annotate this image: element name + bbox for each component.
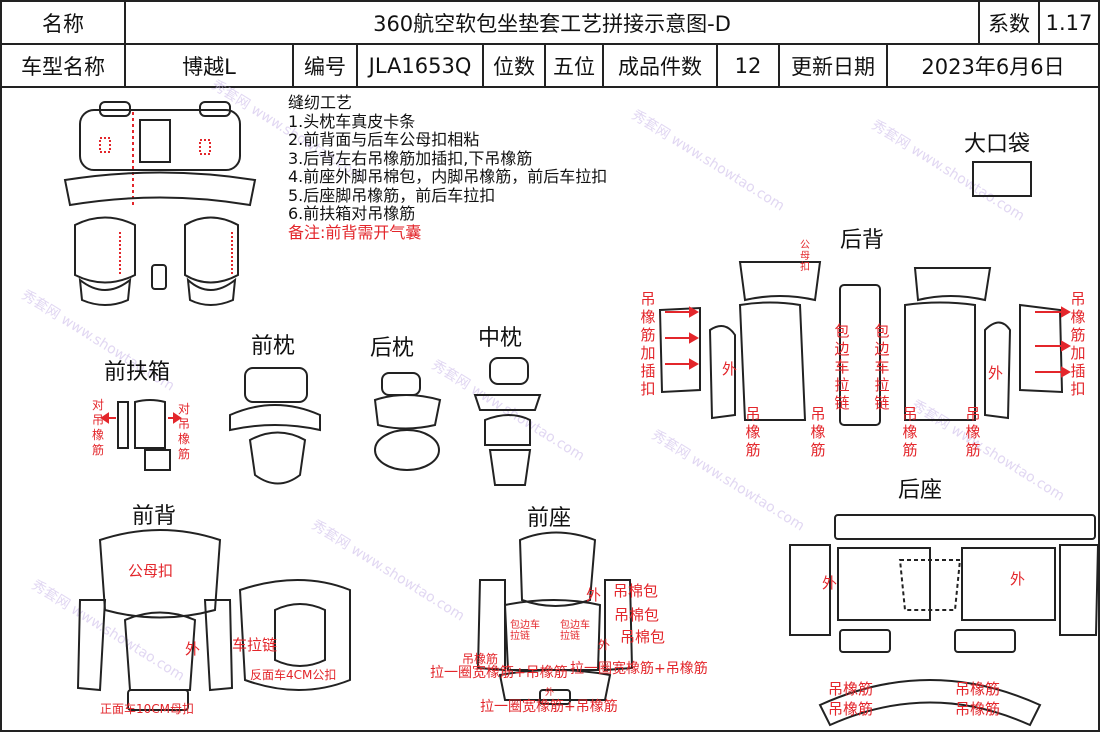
rear-seat-pieces	[789, 514, 1100, 727]
annotation-loop-wide: 拉一圈宽橡筋+吊橡筋	[430, 665, 568, 681]
overview-front-seats	[74, 216, 239, 306]
name-label: 名称	[0, 0, 126, 45]
mid-headrest-pieces	[473, 357, 542, 486]
note-item: 3.后背左右吊橡筋加插扣,下吊橡筋	[288, 148, 533, 168]
rear-headrest-pieces	[373, 372, 442, 471]
annotation-outer: 外	[586, 586, 602, 604]
pieces-label: 成品件数	[602, 43, 718, 88]
seats-label: 位数	[482, 43, 546, 88]
annotation-wrap-zipper: 包边车拉链	[510, 620, 540, 642]
front-headrest-pieces	[229, 367, 321, 485]
annotation-hang-elastic: 吊橡筋	[965, 405, 981, 459]
update-label: 更新日期	[778, 43, 888, 88]
annotation-cotton-bag: 吊棉包	[614, 606, 660, 624]
sewing-notes: 缝纫工艺 1.头枕车真皮卡条 2.前背面与后车公母扣相粘 3.后背左右吊橡筋加插…	[288, 93, 608, 242]
annotation-hang-elastic: 吊橡筋	[902, 405, 918, 459]
annotation-hang-elastic: 吊橡筋	[462, 652, 499, 666]
code-value: JLA1653Q	[356, 43, 484, 88]
annotation-armrest-right: 对吊橡筋	[177, 402, 190, 461]
label-front-back: 前背	[132, 504, 177, 529]
annotation-wrap-zipper: 包边车拉链	[560, 620, 590, 642]
annotation-reverse-4cm: 反面车4CM公扣	[250, 668, 337, 682]
annotation-outer: 外	[822, 574, 838, 592]
note-item: 4.前座外脚吊棉包，内脚吊橡筋，前后车拉扣	[288, 167, 608, 186]
annotation-rear-seat-elastic: 吊橡筋	[828, 680, 874, 698]
note-item: 1.头枕车真皮卡条	[288, 111, 416, 131]
annotation-loop-wide: 拉一圈宽橡筋+吊橡筋	[480, 699, 618, 715]
annotation-hang-elastic: 吊橡筋	[745, 405, 761, 459]
annotation-rear-seat-elastic: 吊橡筋	[955, 700, 1001, 718]
annotation-outer: 外	[722, 360, 738, 378]
label-rear-headrest: 后枕	[370, 336, 415, 361]
annotation-cotton-bag: 吊棉包	[613, 582, 659, 600]
model-label: 车型名称	[0, 43, 126, 88]
annotation-outer: 外	[1010, 570, 1026, 588]
annotation-rear-back-left: 吊橡筋加插扣	[640, 290, 656, 398]
annotation-outer: 外	[185, 640, 201, 658]
diagram-title: 360航空软包坐垫套工艺拼接示意图-D	[124, 0, 980, 45]
update-value: 2023年6月6日	[886, 43, 1100, 88]
coef-label: 系数	[978, 0, 1040, 45]
front-armrest-pieces	[117, 399, 171, 471]
annotation-rear-back-right: 吊橡筋加插扣	[1070, 290, 1086, 398]
notes-remark: 备注:前背需开气囊	[288, 222, 422, 242]
annotation-zipper-edge: 包边车拉链	[874, 322, 890, 412]
label-rear-back: 后背	[840, 228, 885, 253]
label-front-seat: 前座	[527, 506, 572, 531]
coef-value: 1.17	[1038, 0, 1100, 45]
annotation-armrest-left: 对吊橡筋	[91, 398, 104, 457]
code-label: 编号	[292, 43, 358, 88]
model-value: 博越L	[124, 43, 294, 88]
note-item: 6.前扶箱对吊橡筋	[288, 204, 416, 223]
seats-value: 五位	[544, 43, 604, 88]
rear-back-arrows	[665, 306, 1072, 378]
annotation-loop-wide: 拉一圈宽橡筋+吊橡筋	[570, 661, 708, 677]
annotation-zipper-edge: 包边车拉链	[834, 322, 850, 412]
armrest-arrows	[100, 412, 182, 424]
annotation-outer: 外	[545, 688, 555, 698]
notes-title: 缝纫工艺	[288, 93, 353, 112]
annotation-cotton-bag: 吊棉包	[620, 628, 666, 646]
label-mid-headrest: 中枕	[478, 326, 523, 351]
front-seat-pieces	[476, 531, 634, 705]
note-item: 2.前背面与后车公母扣相粘	[288, 130, 480, 149]
front-back-pieces	[76, 529, 351, 711]
overview-rear-bench	[63, 101, 257, 207]
pieces-value: 12	[716, 43, 780, 88]
diagram-frame	[0, 88, 1100, 732]
annotation-outer: 外	[598, 638, 611, 652]
annotation-rear-seat-elastic: 吊橡筋	[828, 700, 874, 718]
header-table: 名称 360航空软包坐垫套工艺拼接示意图-D 系数 1.17 车型名称 博越L …	[0, 0, 1100, 90]
label-front-armrest: 前扶箱	[104, 360, 171, 385]
annotation-male-female: 公母扣	[128, 562, 174, 580]
rear-back-pieces	[658, 261, 1064, 426]
label-big-bag: 大口袋	[964, 132, 1031, 157]
annotation-hang-elastic: 吊橡筋	[810, 405, 826, 459]
annotation-outer: 外	[988, 364, 1004, 382]
label-rear-seat: 后座	[898, 478, 943, 503]
annotation-male-female-small: 公母扣	[800, 240, 810, 273]
annotation-front-10cm: 正面车10CM母扣	[100, 702, 195, 716]
annotation-zipper: 车拉链	[232, 636, 278, 654]
label-front-headrest: 前枕	[251, 334, 296, 359]
note-item: 5.后座脚吊橡筋，前后车拉扣	[288, 185, 496, 205]
big-bag-piece	[972, 161, 1032, 197]
overview-markers	[99, 137, 233, 275]
annotation-rear-seat-elastic: 吊橡筋	[955, 680, 1001, 698]
